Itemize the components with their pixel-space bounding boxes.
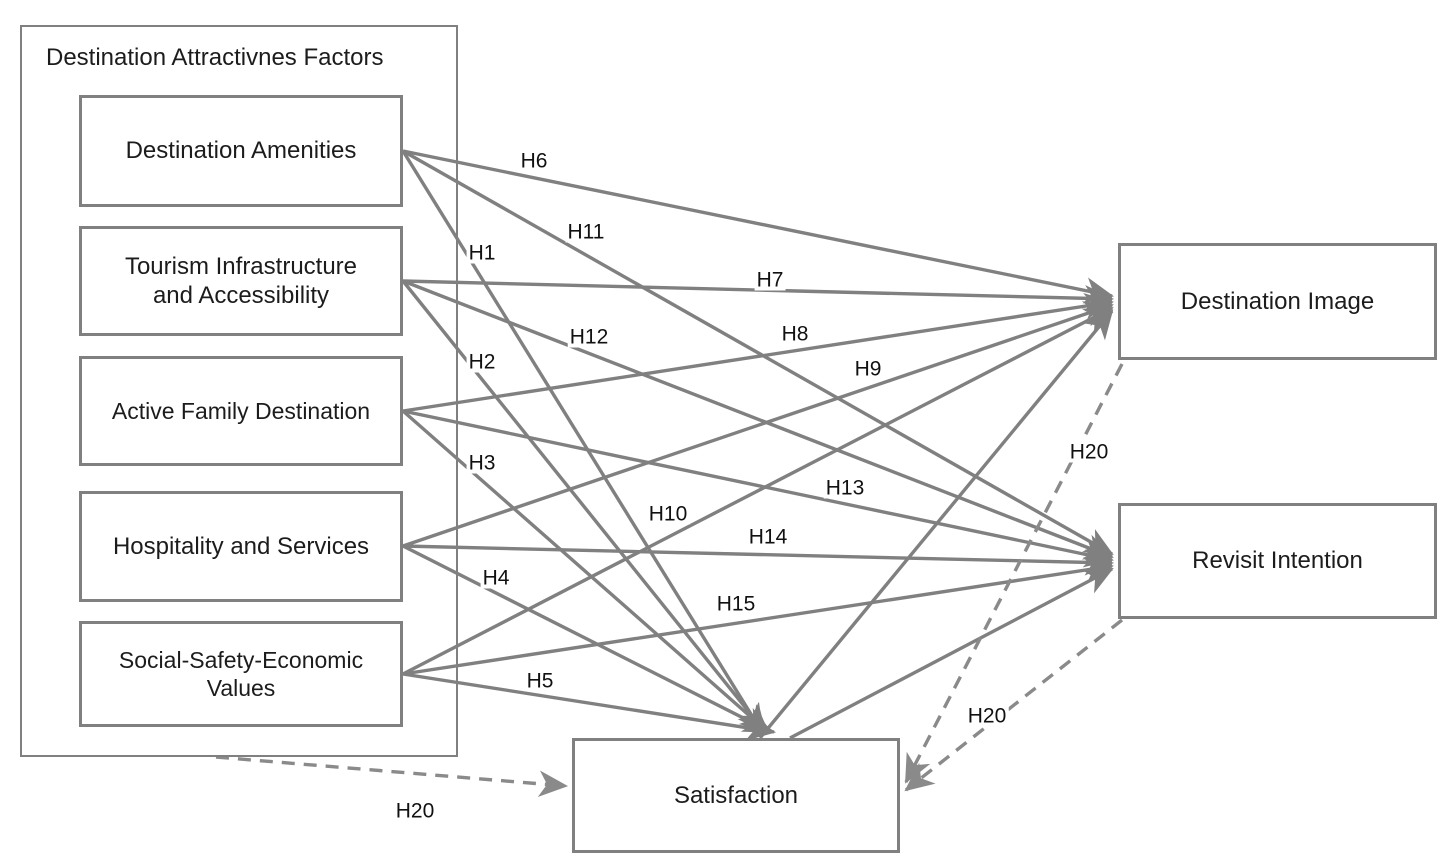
node-hospitality-and-services[interactable]: Hospitality and Services bbox=[79, 491, 403, 602]
edge-label-H20-group-to-satisfaction: H20 bbox=[393, 799, 437, 823]
edge-H20-destination-image-to-satisfaction bbox=[904, 363, 1124, 784]
edge-H5 bbox=[402, 672, 777, 741]
node-label-revisit-intention: Revisit Intention bbox=[1192, 547, 1363, 575]
node-label-social-safety-economic-values: Social-Safety-Economic Values bbox=[118, 646, 364, 701]
edge-satisfaction-to-revisit-intention bbox=[789, 567, 1114, 740]
edge-H1 bbox=[401, 150, 764, 734]
edge-label-H14: H14 bbox=[746, 525, 790, 549]
node-social-safety-economic-values[interactable]: Social-Safety-Economic Values bbox=[79, 621, 403, 727]
edge-H15 bbox=[402, 556, 1115, 676]
node-tourism-infrastructure-and-accessibility[interactable]: Tourism Infrastructure and Accessibility bbox=[79, 226, 403, 336]
edge-H9 bbox=[402, 301, 1114, 548]
edge-label-H5: H5 bbox=[524, 669, 556, 693]
node-label-active-family-destination: Active Family Destination bbox=[111, 397, 371, 424]
edge-satisfaction-to-destination-image bbox=[758, 309, 1114, 740]
node-label-satisfaction: Satisfaction bbox=[673, 781, 799, 809]
edge-H3 bbox=[401, 409, 770, 734]
edge-label-H20-revisit-intention-to-satisfaction: H20 bbox=[965, 704, 1009, 728]
edge-H20-revisit-intention-to-satisfaction bbox=[904, 618, 1124, 792]
node-active-family-destination[interactable]: Active Family Destination bbox=[79, 356, 403, 466]
group-title: Destination Attractivnes Factors bbox=[46, 44, 384, 71]
edges-feedback-to-destination-image bbox=[758, 309, 1114, 740]
edge-H2 bbox=[401, 279, 767, 734]
edge-H4 bbox=[402, 544, 773, 734]
edge-label-H4: H4 bbox=[480, 566, 512, 590]
edges-to-revisit-intention bbox=[402, 149, 1115, 676]
edge-H8 bbox=[402, 293, 1115, 413]
node-label-tourism-infrastructure-and-accessibility: Tourism Infrastructure and Accessibility bbox=[124, 252, 358, 309]
edges-to-destination-image bbox=[402, 149, 1115, 676]
edge-label-H7: H7 bbox=[754, 268, 786, 292]
edge-label-H11: H11 bbox=[565, 220, 607, 244]
edge-label-H2: H2 bbox=[466, 350, 498, 374]
edges-to-satisfaction bbox=[401, 150, 777, 741]
node-label-destination-image: Destination Image bbox=[1180, 287, 1375, 315]
edge-H12 bbox=[402, 279, 1114, 560]
edge-H20-group-to-satisfaction bbox=[215, 755, 569, 797]
edge-label-H13: H13 bbox=[823, 476, 867, 500]
edge-H14 bbox=[402, 544, 1115, 576]
edge-label-H9: H9 bbox=[852, 357, 884, 381]
edge-label-H6: H6 bbox=[518, 149, 550, 173]
edge-label-H8: H8 bbox=[779, 322, 811, 346]
edge-H13 bbox=[402, 409, 1114, 568]
node-destination-image[interactable]: Destination Image bbox=[1118, 243, 1437, 360]
edge-H10 bbox=[402, 306, 1114, 676]
node-satisfaction[interactable]: Satisfaction bbox=[572, 738, 900, 853]
edges-dashed-h20 bbox=[215, 363, 1124, 797]
edge-label-H15: H15 bbox=[714, 592, 758, 616]
edge-H11 bbox=[402, 149, 1114, 556]
edge-label-H3: H3 bbox=[466, 451, 498, 475]
edge-label-H20-destination-image-to-satisfaction: H20 bbox=[1067, 440, 1111, 464]
node-revisit-intention[interactable]: Revisit Intention bbox=[1118, 503, 1437, 619]
edge-label-H12: H12 bbox=[567, 325, 611, 349]
edge-label-H1: H1 bbox=[466, 241, 498, 265]
group-container-destination-attractiveness-factors bbox=[20, 25, 458, 757]
node-label-destination-amenities: Destination Amenities bbox=[125, 137, 357, 165]
edge-label-H10: H10 bbox=[646, 502, 690, 526]
node-destination-amenities[interactable]: Destination Amenities bbox=[79, 95, 403, 207]
node-label-hospitality-and-services: Hospitality and Services bbox=[112, 532, 370, 560]
edge-H6 bbox=[402, 149, 1114, 304]
